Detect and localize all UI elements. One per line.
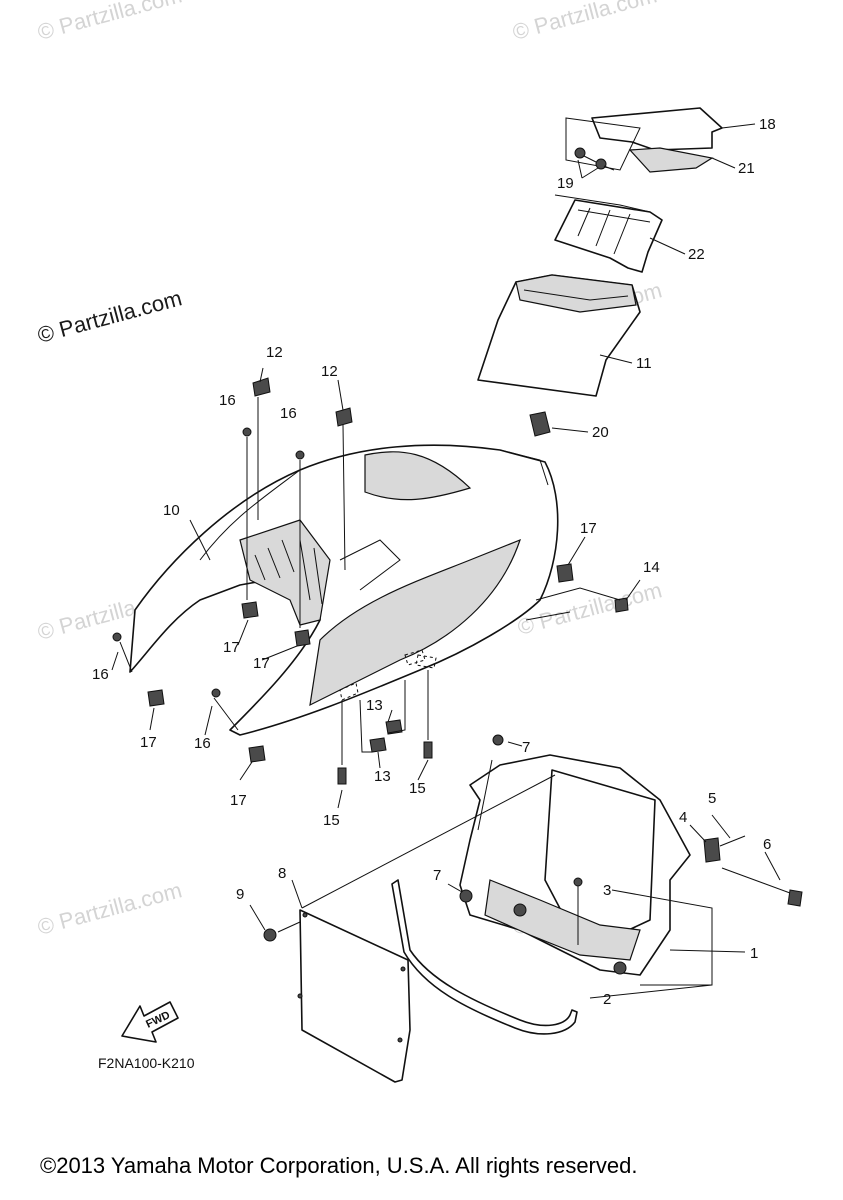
callout-22: 22 <box>688 246 705 263</box>
part-11-storage-bag <box>477 274 641 397</box>
watermark: © Partzilla.com <box>35 0 185 45</box>
callout-16: 16 <box>219 392 236 409</box>
watermark: © Partzilla.com <box>35 877 185 940</box>
callout-7: 7 <box>433 867 441 884</box>
callout-17: 17 <box>230 792 247 809</box>
copyright-notice: ©2013 Yamaha Motor Corporation, U.S.A. A… <box>40 1153 637 1178</box>
callout-16: 16 <box>194 735 211 752</box>
callout-2: 2 <box>603 991 611 1008</box>
diagram-code: F2NA100-K210 <box>98 1055 195 1071</box>
callout-13: 13 <box>374 768 391 785</box>
callouts: 18 21 19 22 11 20 12 12 16 16 10 17 14 1… <box>92 116 776 1008</box>
leader-lines <box>111 123 781 999</box>
callout-17: 17 <box>253 655 270 672</box>
callout-17: 17 <box>580 520 597 537</box>
part-18-cover <box>565 107 723 173</box>
callout-17: 17 <box>223 639 240 656</box>
partzilla-watermark: © Partzilla.com <box>35 285 185 348</box>
callout-15: 15 <box>323 812 340 829</box>
callout-20: 20 <box>592 424 609 441</box>
part-19-screws <box>574 147 615 171</box>
callout-19: 19 <box>557 175 574 192</box>
callout-18: 18 <box>759 116 776 133</box>
callout-10: 10 <box>163 502 180 519</box>
callout-6: 6 <box>763 836 771 853</box>
part-22-inner-box <box>554 194 663 273</box>
callout-7: 7 <box>522 739 530 756</box>
callout-16: 16 <box>280 405 297 422</box>
part-1-storage-tub <box>459 754 691 976</box>
callout-15: 15 <box>409 780 426 797</box>
callout-21: 21 <box>738 160 755 177</box>
callout-8: 8 <box>278 865 286 882</box>
callout-17: 17 <box>140 734 157 751</box>
callout-14: 14 <box>643 559 660 576</box>
callout-12: 12 <box>321 363 338 380</box>
callout-9: 9 <box>236 886 244 903</box>
fwd-arrow: FWD <box>121 1001 179 1043</box>
callout-13: 13 <box>366 697 383 714</box>
callout-16: 16 <box>92 666 109 683</box>
callout-12: 12 <box>266 344 283 361</box>
part-20-clip <box>529 411 551 437</box>
part-2-seal <box>391 879 578 1035</box>
part-8-plate <box>297 909 411 1083</box>
watermark: © Partzilla.com <box>510 0 660 45</box>
callout-11: 11 <box>636 355 652 372</box>
callout-3: 3 <box>603 882 611 899</box>
hardware <box>112 377 803 942</box>
callout-1: 1 <box>750 945 758 962</box>
callout-5: 5 <box>708 790 716 807</box>
part-10-rear-body <box>129 444 559 736</box>
callout-4: 4 <box>679 809 687 826</box>
